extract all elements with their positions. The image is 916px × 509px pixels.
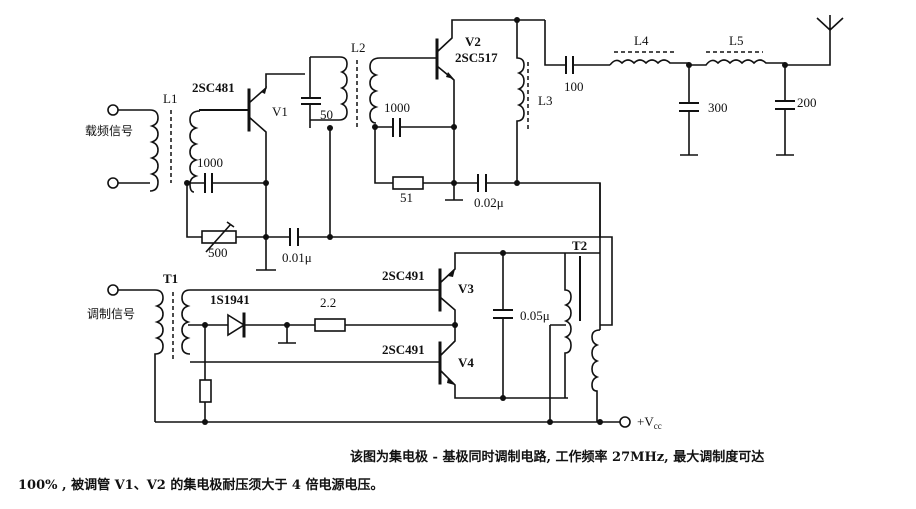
inductor-L3 [516,20,529,183]
V3-label: V3 [458,281,474,296]
capacitor-1000-b [392,118,401,137]
transformer-T1 [154,289,191,422]
V1-label: V1 [272,104,288,119]
modulation-terminal[interactable] [107,284,119,296]
capacitor-200 [775,65,795,156]
transistor-V4 [438,325,568,399]
capacitor-0.02u [477,174,487,192]
resistor-2.2 [314,318,346,332]
V1-part-label: 2SC481 [192,80,235,95]
caption-line-2: 100% , 被调管 V1、V2 的集电极耐压须大于 4 倍电源电压。 [18,478,384,493]
inductor-L4 [609,51,689,66]
r-51-label: 51 [400,190,413,205]
transistor-V2 [435,19,545,183]
c-100-label: 100 [564,79,584,94]
transistor-V1 [247,73,305,180]
capacitor-1000-a [204,173,213,193]
variable-resistor-500 [201,221,237,253]
inductor-L5 [689,51,785,66]
r-2.2-label: 2.2 [320,295,336,310]
c-50-label: 50 [320,107,333,122]
transformer-T2 [549,236,613,422]
c-1000-b-label: 1000 [384,100,410,115]
antenna-icon [816,15,844,31]
resistor-bias [199,379,212,403]
inductor-L2 [301,56,381,128]
V4-label: V4 [458,355,474,370]
inductor-L1 [149,109,201,193]
transistor-V3 [438,252,600,325]
caption-line-1: 该图为集电极 - 基极同时调制电路, 工作频率 27MHz, 最大调制度可达 [350,450,765,465]
V3-part-label: 2SC491 [382,268,425,283]
carrier-terminal-top[interactable] [107,104,119,116]
L1-label: L1 [163,91,177,106]
L2-label: L2 [351,40,365,55]
carrier-signal-label: 载频信号 [85,124,133,138]
T2-label: T2 [572,238,587,253]
carrier-input-terminals [107,104,150,189]
c-300-label: 300 [708,100,728,115]
circuit-schematic: 载频信号 L1 2SC481 V1 1000 500 0.01μ [85,15,844,431]
V2-label: V2 [465,34,481,49]
c-1000-a-label: 1000 [197,155,223,170]
vcc-label: +Vcc [637,414,662,431]
diode-1S1941 [227,312,246,338]
V2-part-label: 2SC517 [455,50,498,65]
c-0.02u-label: 0.02μ [474,195,504,210]
carrier-terminal-bottom[interactable] [107,177,119,189]
capacitor-0.05u [493,253,513,398]
diode-part-label: 1S1941 [210,292,250,307]
c-200-label: 200 [797,95,817,110]
L3-label: L3 [538,93,552,108]
resistor-51 [392,176,424,190]
vcc-terminal[interactable] [619,416,631,428]
V4-part-label: 2SC491 [382,342,425,357]
L4-label: L4 [634,33,649,48]
capacitor-100 [565,56,574,74]
T1-label: T1 [163,271,178,286]
modulation-signal-label: 调制信号 [87,307,135,321]
r-500-label: 500 [208,245,228,260]
L5-label: L5 [729,33,743,48]
c-0.05u-label: 0.05μ [520,308,550,323]
capacitor-0.01u [289,228,299,246]
c-0.01u-label: 0.01μ [282,250,312,265]
capacitor-300 [679,65,699,156]
